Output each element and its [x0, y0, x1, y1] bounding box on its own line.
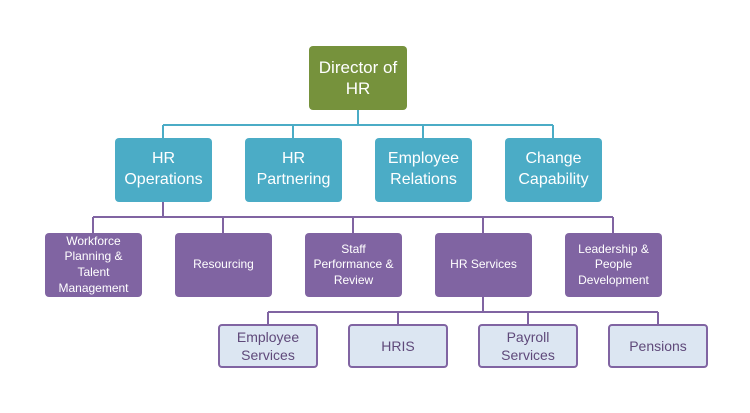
node-staff-performance-review: Staff Performance & Review	[305, 233, 402, 297]
node-payroll-services: Payroll Services	[478, 324, 578, 368]
node-workforce-planning-talent-management: Workforce Planning & Talent Management	[45, 233, 142, 297]
node-director-of-hr: Director of HR	[309, 46, 407, 110]
connectors-operations-to-level2	[92, 202, 614, 233]
connectors-director-to-level1	[162, 110, 554, 138]
node-leadership-people-development: Leadership & People Development	[565, 233, 662, 297]
node-employee-services: Employee Services	[218, 324, 318, 368]
node-resourcing: Resourcing	[175, 233, 272, 297]
node-hr-partnering: HR Partnering	[245, 138, 342, 202]
connectors-hrservices-to-level3	[267, 297, 659, 324]
node-pensions: Pensions	[608, 324, 708, 368]
node-hris: HRIS	[348, 324, 448, 368]
node-hr-operations: HR Operations	[115, 138, 212, 202]
node-hr-services: HR Services	[435, 233, 532, 297]
node-employee-relations: Employee Relations	[375, 138, 472, 202]
node-change-capability: Change Capability	[505, 138, 602, 202]
